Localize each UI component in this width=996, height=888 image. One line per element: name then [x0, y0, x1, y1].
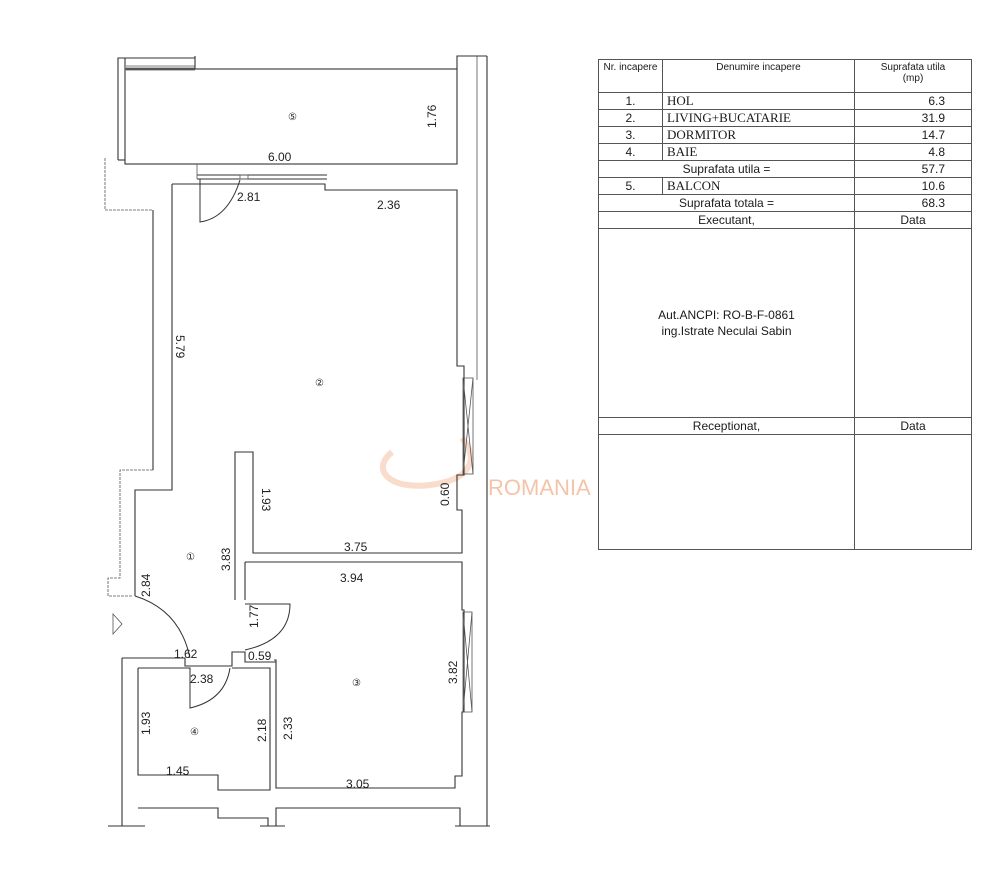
- sliding-door: [196, 164, 327, 180]
- dim-bath-right: 2.18: [255, 718, 269, 742]
- dim-bedroom-door: 1.77: [247, 604, 261, 628]
- dim-hall-bottom: 1.62: [174, 647, 198, 661]
- dim-bedroom-bottom: 3.05: [346, 777, 370, 791]
- entry-arrow-icon: [112, 612, 123, 636]
- dim-living-window-pier: 0.60: [438, 482, 452, 506]
- row-nr: 2.: [598, 109, 663, 127]
- row-nr: 5.: [598, 177, 663, 195]
- receptionat-date-label: Data: [854, 417, 972, 435]
- dim-living-partition: 1.93: [259, 488, 273, 512]
- header-name: Denumire incapere: [662, 59, 855, 93]
- subtotal-label: Suprafata utila =: [598, 160, 855, 178]
- row-area: 4.8: [854, 143, 972, 161]
- dim-bath-left: 1.93: [139, 711, 153, 735]
- executant-label: Executant,: [598, 211, 855, 229]
- subtotal-row: Suprafata utila = 57.7: [598, 160, 972, 178]
- dim-balcony-height: 1.76: [425, 104, 439, 128]
- row-name: LIVING+BUCATARIE: [662, 109, 855, 127]
- authorization-line2: ing.Istrate Neculai Sabin: [661, 324, 792, 338]
- total-area: 68.3: [854, 194, 972, 212]
- room-4-label: ④: [190, 727, 199, 738]
- bedroom-walls: [244, 561, 473, 789]
- row-area: 31.9: [854, 109, 972, 127]
- header-nr: Nr. incapere: [598, 59, 663, 93]
- room-1-label: ①: [186, 552, 195, 563]
- dim-hall-left: 2.84: [139, 573, 153, 597]
- row-name: HOL: [662, 92, 855, 110]
- receptionat-date-cell: [854, 434, 972, 550]
- dim-living-bottom: 3.75: [344, 540, 368, 554]
- room-3-label: ③: [352, 678, 361, 689]
- room-2-label: ②: [315, 378, 324, 389]
- row-name: BALCON: [662, 177, 855, 195]
- table-row: 1. HOL 6.3: [598, 92, 972, 110]
- executant-date-label: Data: [854, 211, 972, 229]
- row-area: 10.6: [854, 177, 972, 195]
- row-name: BAIE: [662, 143, 855, 161]
- living-room-walls: [134, 183, 474, 600]
- entry-door-swing: [134, 595, 191, 659]
- dim-living-top-right: 2.36: [377, 198, 401, 212]
- subtotal-area: 57.7: [854, 160, 972, 178]
- table-row: 4. BAIE 4.8: [598, 143, 972, 161]
- total-row: Suprafata totala = 68.3: [598, 194, 972, 212]
- table-row: 2. LIVING+BUCATARIE 31.9: [598, 109, 972, 127]
- executant-row: Executant, Data: [598, 211, 972, 229]
- dim-hall-height: 3.83: [219, 547, 233, 571]
- receptionat-sign-row: [598, 434, 972, 550]
- bath-door-swing: [189, 667, 231, 709]
- legend-table: Nr. incapere Denumire incapere Suprafata…: [598, 59, 972, 550]
- dim-bedroom-top: 3.94: [340, 571, 364, 585]
- receptionat-label: Receptionat,: [598, 417, 855, 435]
- dim-balcony-width: 6.00: [268, 150, 292, 164]
- dim-bedroom-left: 2.33: [281, 716, 295, 740]
- dim-living-left: 5.79: [173, 335, 187, 359]
- total-label: Suprafata totala =: [598, 194, 855, 212]
- watermark-text: ROMANIA: [488, 475, 591, 500]
- header-area-label: Suprafata utila: [880, 62, 946, 73]
- dim-living-door: 2.81: [237, 190, 261, 204]
- authorization-block: Aut.ANCPI: RO-B-F-0861 ing.Istrate Necul…: [598, 228, 855, 418]
- bathroom-walls: [108, 651, 490, 827]
- dim-bath-top: 2.38: [190, 672, 214, 686]
- dim-bath-bottom: 1.45: [166, 764, 190, 778]
- row-area: 6.3: [854, 92, 972, 110]
- balcony-outline: [117, 55, 487, 165]
- executant-date-cell: [854, 228, 972, 418]
- balcony-door-swing: [199, 179, 241, 223]
- table-row: 3. DORMITOR 14.7: [598, 126, 972, 144]
- row-area: 14.7: [854, 126, 972, 144]
- header-area-unit: (mp): [902, 73, 924, 84]
- header-area: Suprafata utila (mp): [854, 59, 972, 93]
- row-nr: 3.: [598, 126, 663, 144]
- row-name: DORMITOR: [662, 126, 855, 144]
- dim-hall-pier: 0.59: [248, 649, 272, 663]
- bedroom-door-swing: [244, 603, 291, 651]
- row-nr: 1.: [598, 92, 663, 110]
- receptionat-row: Receptionat, Data: [598, 417, 972, 435]
- balcony-row: 5. BALCON 10.6: [598, 177, 972, 195]
- authorization-line1: Aut.ANCPI: RO-B-F-0861: [658, 308, 795, 322]
- dim-bedroom-right: 3.82: [446, 660, 460, 684]
- room-5-label: ⑤: [288, 112, 297, 123]
- watermark: ROMANIA: [379, 436, 591, 500]
- receptionat-sign-cell: [598, 434, 855, 550]
- row-nr: 4.: [598, 143, 663, 161]
- authorization-row: Aut.ANCPI: RO-B-F-0861 ing.Istrate Necul…: [598, 228, 972, 418]
